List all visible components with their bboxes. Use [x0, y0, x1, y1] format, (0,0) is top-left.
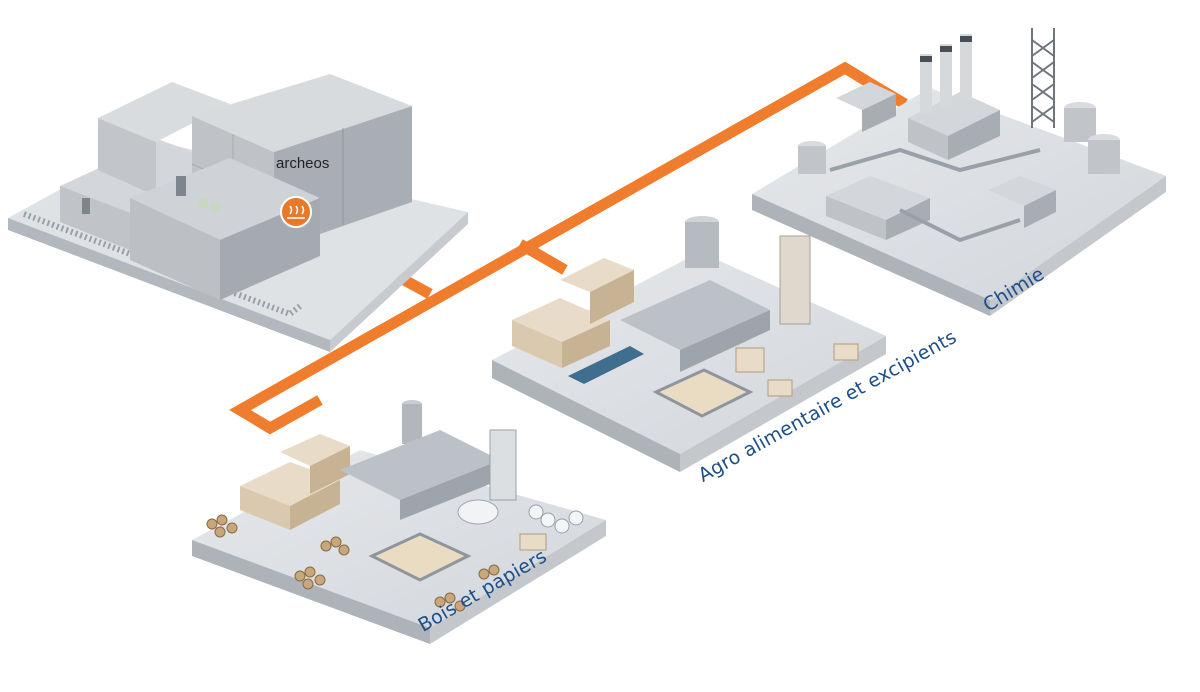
- archeos-logo-text: archeos: [276, 155, 329, 172]
- lattice-tower: [1031, 28, 1055, 128]
- site-chimie: [752, 28, 1166, 316]
- chimneys: [920, 34, 972, 114]
- heat-icon: [280, 196, 312, 228]
- site-agro: [492, 216, 886, 472]
- main-pipe: [229, 61, 871, 435]
- site-bois-papiers: [192, 400, 606, 644]
- archeos-plant: archeos: [8, 74, 468, 352]
- pipe-branch-agro: [517, 239, 568, 275]
